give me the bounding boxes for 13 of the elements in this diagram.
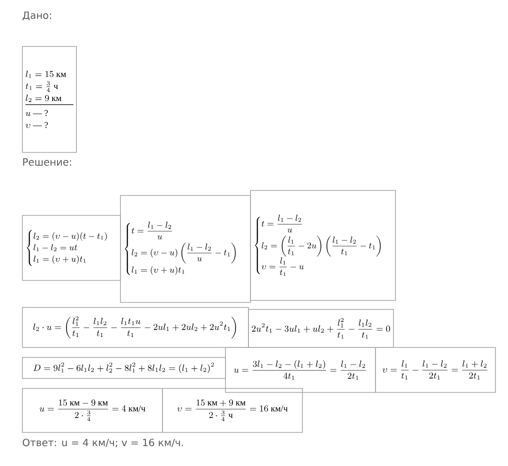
formula-box: $l_1=15\text{ км}$ $t_1=\frac{3}{4}\text{ ч}$ $l_2=9\text{ км}$ $u\text{ — ?}$ $\upsilon\text{ — ?}$ — [22, 46, 77, 153]
formula-box: $\begin{cases} l_2=(\upsilon-u)(t-t_1)\\ l_1-l_2=ut\\ l_1=(\upsilon+u)t_1\end{cases}$ — [22, 215, 121, 281]
heading-text: Ответ: u = 4 км/ч; v = 16 км/ч. — [22, 438, 183, 448]
formula-box: $D=9l_1^2-6l_1l_2+l_2^2-8l_1^2+8l_1l_2=(l_1+l_2)^2$ — [22, 357, 226, 379]
formula-box: $2u^2t_1-3ul_1+ul_2+\frac{l_1^2}{t_1}-\frac{l_1l_2}{t_1}=0$ — [248, 309, 394, 348]
formula-box: $u=\frac{15\text{ км}-9\text{ км}}{2\cdot\frac{3}{4}}=4\text{ км/ч}$ — [22, 388, 163, 433]
formula-box: $l_2\cdot u=\left(\frac{l_1^2}{t_1}-\frac{l_1l_2}{t_1}-\frac{l_1t_1u}{t_1}-2ul_1+2ul_2+2u^2t_1\right)$ — [22, 307, 249, 348]
formula-box: $\begin{cases} t=\dfrac{l_1-l_2}{u}\\[6pt] l_2=\left(\dfrac{l_1}{t_1}-2u\right)\left(\dfrac{l_1-l_2}{t_1}-t_1\right)\\[6pt] \upsilon=\dfrac{l_1}{t_1}-u\end{cases}$ — [250, 190, 396, 301]
heading-text: Дано: — [22, 12, 51, 20]
formula-box: $\upsilon=\frac{l_1}{t_1}-\frac{l_1-l_2}{2t_1}=\frac{l_1+l_2}{2t_1}$ — [375, 347, 496, 393]
formula-box: $u=\frac{3l_1-l_2-(l_1+l_2)}{4t_1}=\frac{l_1-l_2}{2t_1}$ — [225, 347, 376, 393]
formula-box: $\begin{cases} t=\dfrac{l_1-l_2}{u}\\[6pt] l_2=(\upsilon-u)\left(\dfrac{l_1-l_2}{u}-t_1\right)\\[6pt] l_1=(\upsilon+u)t_1\end{cases}$ — [120, 195, 251, 303]
formula-box: $\upsilon=\frac{15\text{ км}+9\text{ км}}{2\cdot\frac{3}{4}\text{ ч}}=16\text{ км/ч}$ — [162, 388, 303, 433]
